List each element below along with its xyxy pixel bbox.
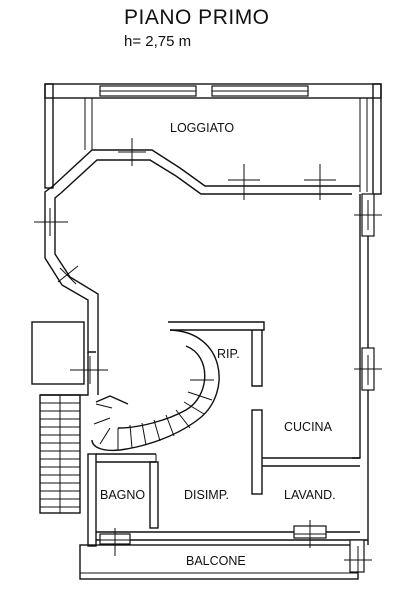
room-label-loggiato: LOGGIATO (170, 121, 234, 135)
exterior-stair (40, 395, 80, 513)
room-label-rip: RIP. (217, 347, 240, 361)
room-label-bagno: BAGNO (100, 488, 145, 502)
interior-partitions (87, 409, 360, 547)
room-label-cucina: CUCINA (284, 420, 333, 434)
loggia-wall (44, 83, 382, 195)
storage-walls (168, 321, 265, 387)
plan-title: PIANO PRIMO (124, 6, 270, 29)
south-wall (79, 525, 368, 580)
window-symbols (34, 138, 382, 574)
room-label-balcone: BALCONE (186, 554, 246, 568)
room-label-disimp: DISIMP. (184, 488, 229, 502)
bay-window-wall (44, 149, 360, 353)
spiral-staircase (91, 329, 220, 452)
ceiling-height-note: h= 2,75 m (124, 33, 192, 50)
room-label-lavand: LAVAND. (284, 488, 336, 502)
